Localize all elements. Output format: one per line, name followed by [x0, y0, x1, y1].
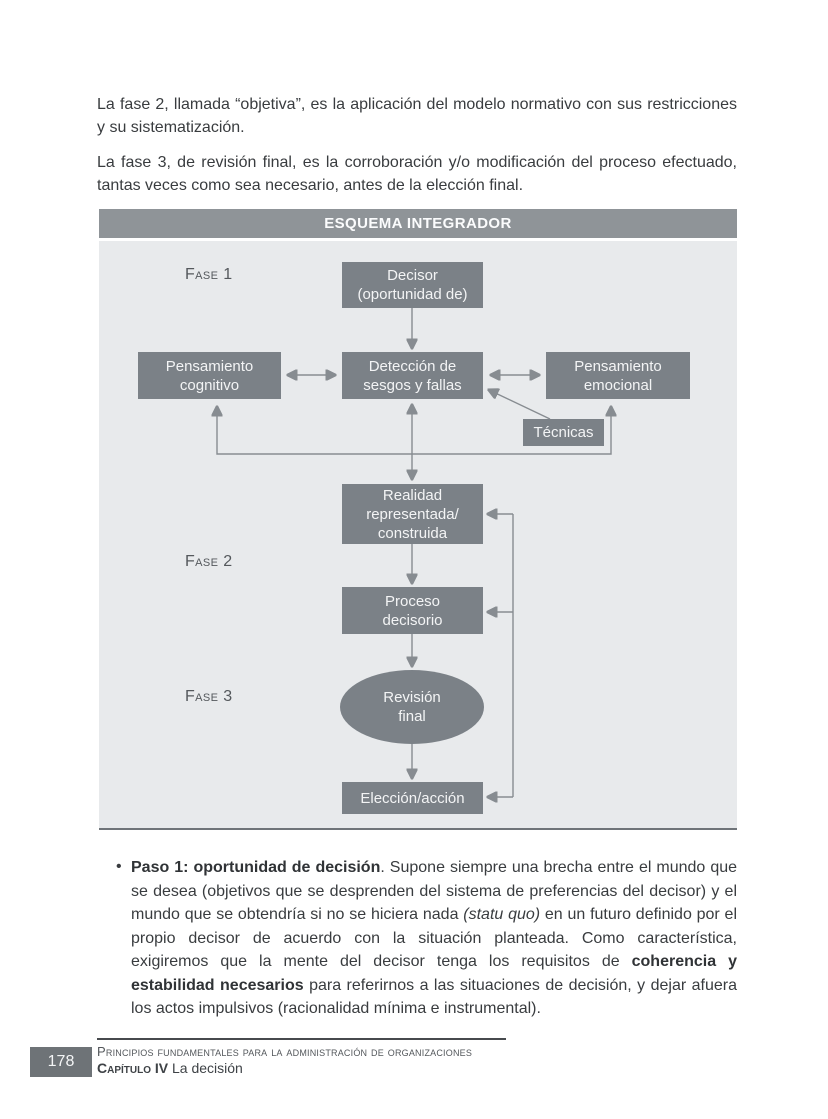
figure-title: ESQUEMA INTEGRADOR — [99, 209, 737, 238]
node-pensamiento-emocional: Pensamiento emocional — [546, 352, 690, 399]
statu-quo-italic: (statu quo) — [463, 906, 541, 923]
node-proceso-decisorio: Proceso decisorio — [342, 587, 483, 634]
node-pensamiento-cognitivo: Pensamiento cognitivo — [138, 352, 281, 399]
book-title: Principios fundamentales para la adminis… — [97, 1044, 473, 1059]
coherencia-bold: coherencia y estabilidad necesarios — [131, 953, 738, 994]
footer-divider — [97, 1038, 506, 1040]
page-footer: 178 Principios fundamentales para la adm… — [0, 1038, 828, 1098]
flow-arrows-layer — [99, 308, 737, 830]
bullet-marker: • — [116, 858, 122, 875]
esquema-integrador-figure: ESQUEMA INTEGRADOR — [99, 209, 737, 830]
node-deteccion-sesgos: Detección de sesgos y fallas — [342, 352, 483, 399]
paragraph-fase-2: La fase 2, llamada “objetiva”, es la apl… — [97, 96, 737, 136]
page-number-badge: 178 — [30, 1047, 92, 1077]
chapter-title: La decisión — [172, 1060, 243, 1076]
footer-text: Principios fundamentales para la adminis… — [97, 1044, 472, 1076]
node-decisor: Decisor (oportunidad de) — [342, 262, 483, 308]
fase-1-label: Fase 1 — [185, 266, 233, 283]
fase-2-label: Fase 2 — [185, 553, 233, 570]
page-content: La fase 2, llamada “objetiva”, es la apl… — [97, 93, 737, 1021]
node-eleccion-accion: Elección/acción — [342, 782, 483, 814]
node-revision-final: Revisión final — [340, 670, 484, 744]
node-tecnicas: Técnicas — [523, 419, 604, 446]
node-realidad: Realidad representada/ construida — [342, 484, 483, 544]
chapter-line: Capítulo IV La decisión — [97, 1060, 472, 1076]
paso-1-lead-bold: Paso 1: oportunidad de decisión — [131, 859, 381, 876]
chapter-label: Capítulo IV — [97, 1060, 169, 1076]
fase-3-label: Fase 3 — [185, 688, 233, 705]
paragraph-fase-3: La fase 3, de revisión final, es la corr… — [97, 154, 737, 194]
figure-panel: Fase 1 Fase 2 Fase 3 Decisor (oportunida… — [99, 241, 737, 830]
paso-1-paragraph: •Paso 1: oportunidad de decisión. Supone… — [97, 856, 737, 1021]
